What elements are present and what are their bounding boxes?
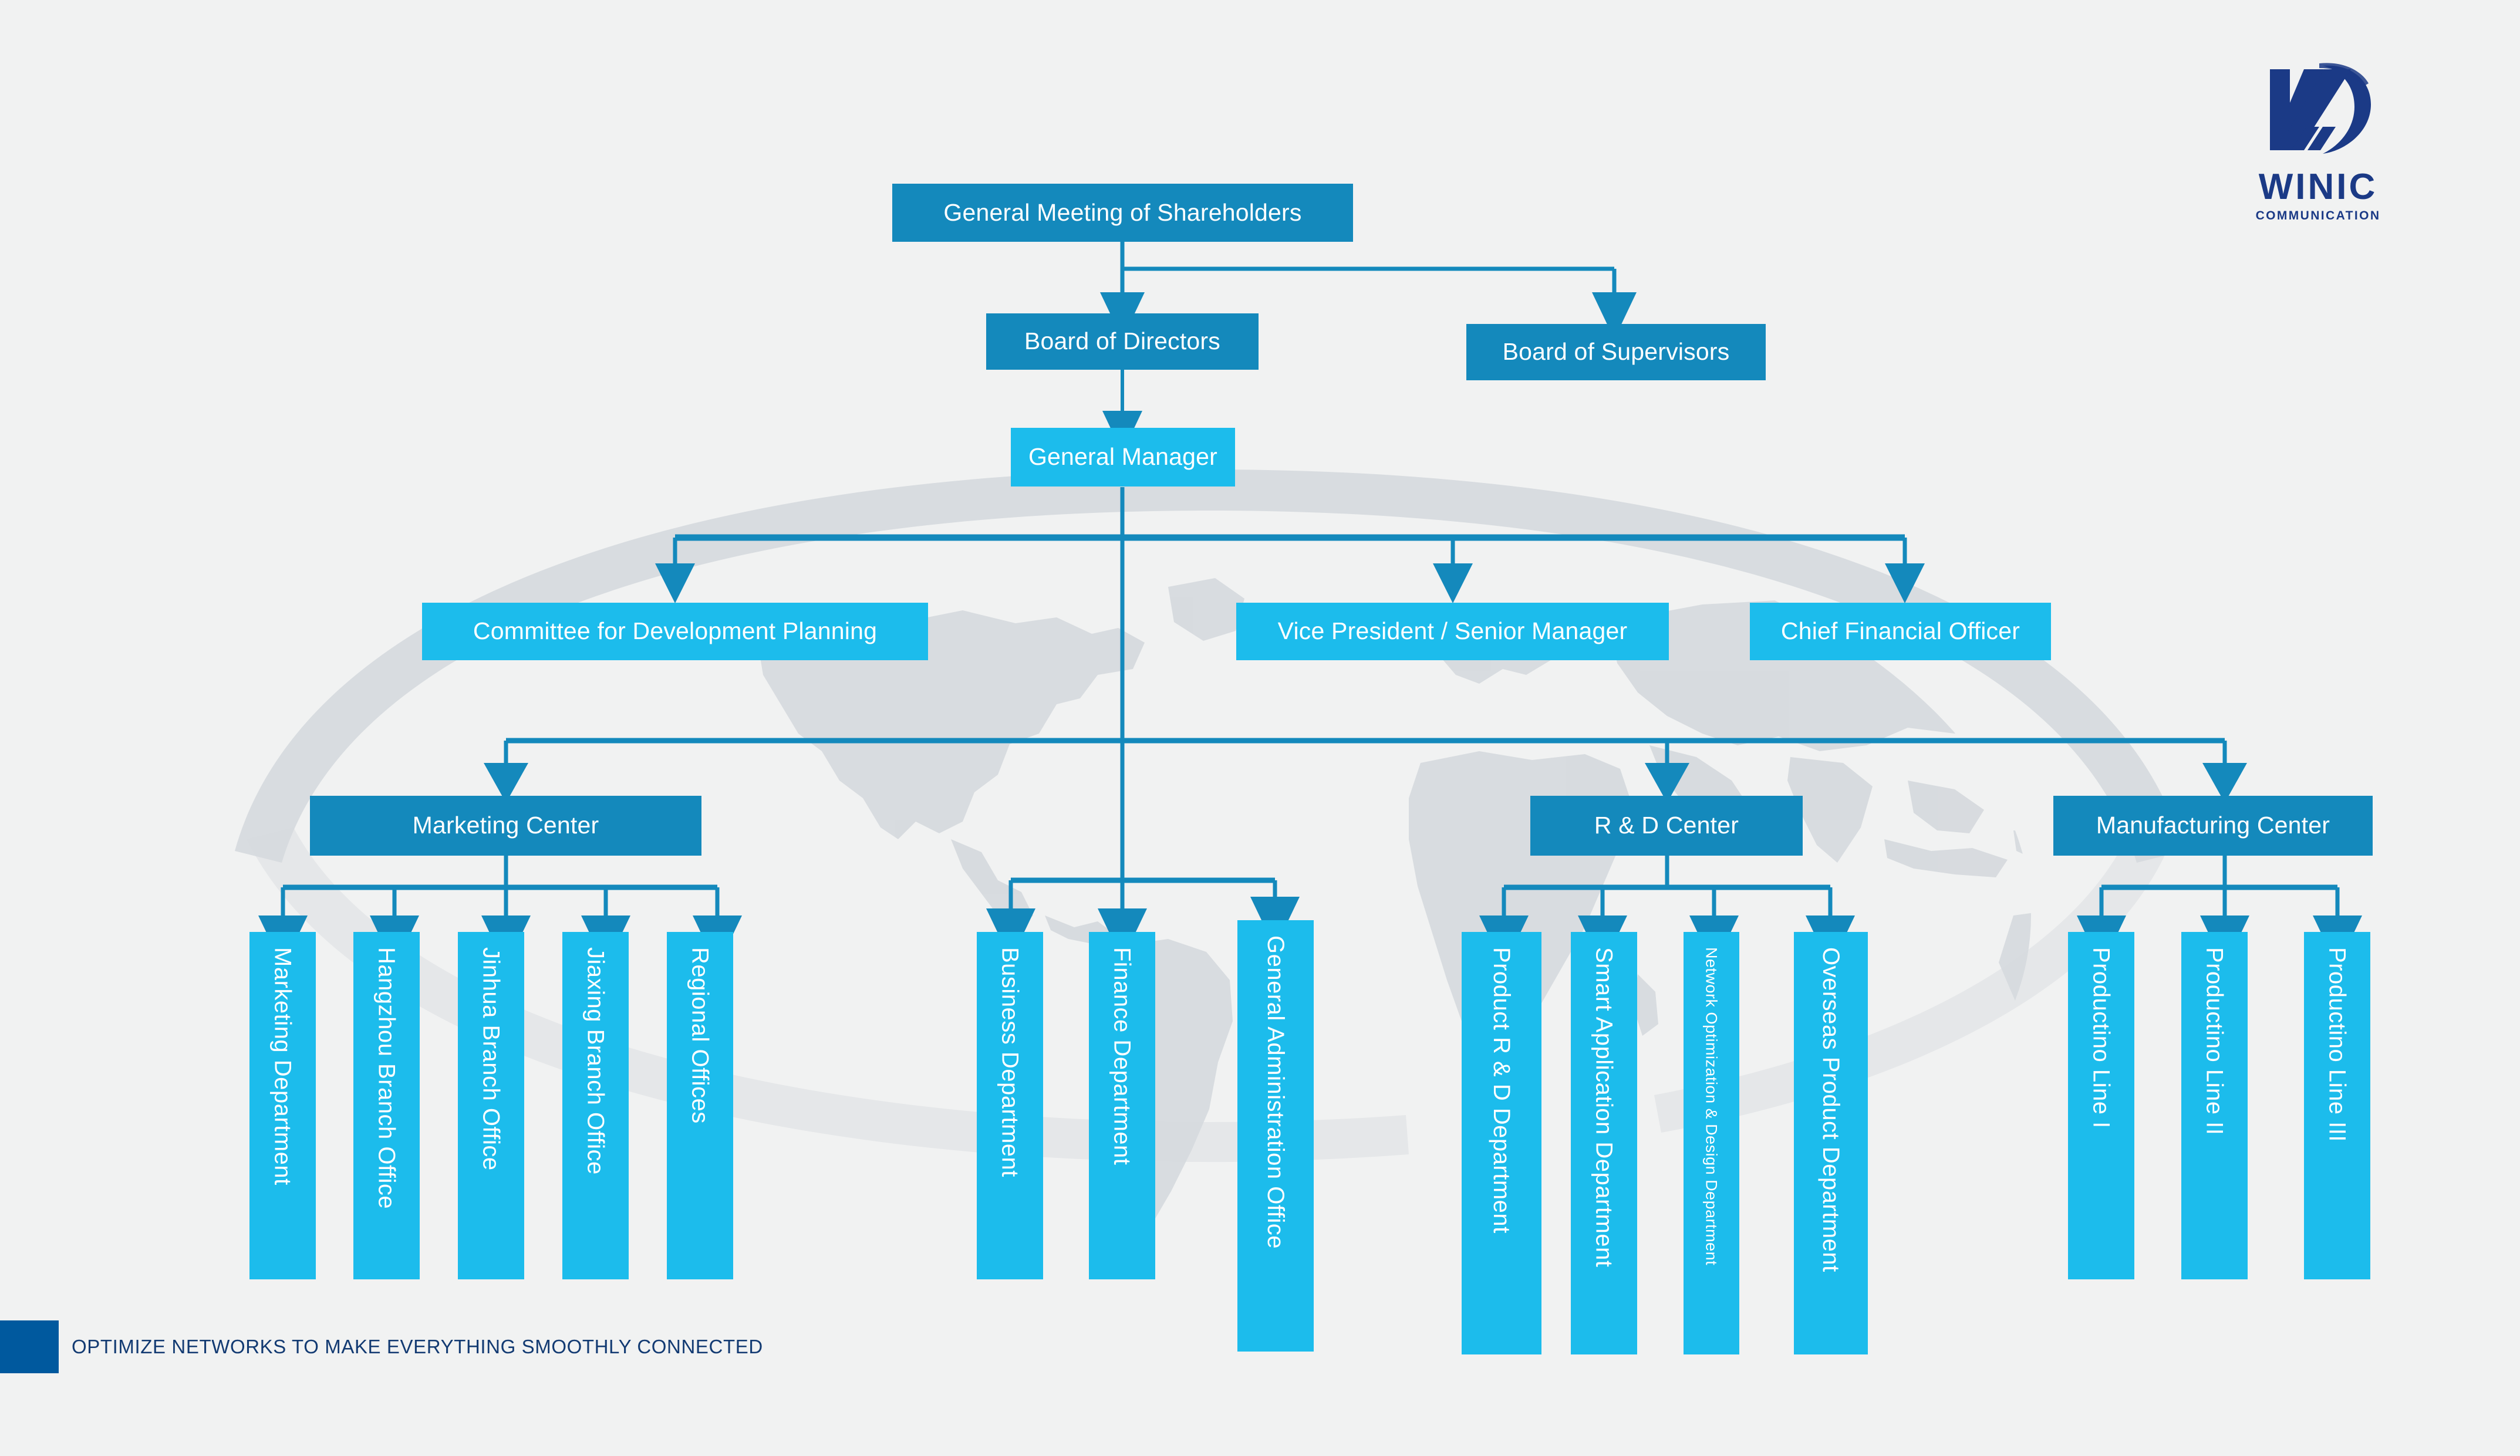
- node-general-manager[interactable]: General Manager: [1011, 428, 1235, 487]
- node-label: Smart Application Department: [1591, 947, 1617, 1268]
- node-label: Regional Offices: [687, 947, 713, 1124]
- node-label: Productino Line I: [2088, 947, 2114, 1129]
- node-productino-line-2[interactable]: Productino Line II: [2181, 932, 2248, 1279]
- node-label: Finance Department: [1109, 947, 1135, 1166]
- footer-accent-block: [0, 1320, 59, 1373]
- node-label: Overseas Product Department: [1818, 947, 1844, 1272]
- node-label: General Administration Office: [1263, 935, 1288, 1249]
- node-committee-for-development-planning[interactable]: Committee for Development Planning: [422, 603, 928, 660]
- winic-globe-mark-icon: [2270, 63, 2371, 154]
- node-smart-application-department[interactable]: Smart Application Department: [1571, 932, 1637, 1354]
- node-marketing-department[interactable]: Marketing Department: [249, 932, 316, 1279]
- node-hangzhou-branch-office[interactable]: Hangzhou Branch Office: [353, 932, 420, 1279]
- node-marketing-center[interactable]: Marketing Center: [310, 796, 701, 856]
- logo-wordmark: WINIC: [2258, 167, 2378, 207]
- footer-tagline-bar: OPTIMIZE NETWORKS TO MAKE EVERYTHING SMO…: [0, 1320, 763, 1373]
- node-label: Productino Line III: [2324, 947, 2350, 1142]
- node-label: Productino Line II: [2201, 947, 2228, 1136]
- node-regional-offices[interactable]: Regional Offices: [667, 932, 733, 1279]
- node-productino-line-3[interactable]: Productino Line III: [2304, 932, 2370, 1279]
- brand-logo[interactable]: WINIC COMMUNICATION: [2242, 56, 2394, 222]
- node-overseas-product-department[interactable]: Overseas Product Department: [1794, 932, 1868, 1354]
- node-label: Product R & D Department: [1489, 947, 1514, 1234]
- node-label: Jinhua Branch Office: [478, 947, 504, 1171]
- node-label: Jiaxing Branch Office: [582, 947, 609, 1175]
- node-vice-president-senior-manager[interactable]: Vice President / Senior Manager: [1236, 603, 1669, 660]
- node-rd-center[interactable]: R & D Center: [1530, 796, 1803, 856]
- footer-tagline: OPTIMIZE NETWORKS TO MAKE EVERYTHING SMO…: [72, 1336, 763, 1357]
- node-jinhua-branch-office[interactable]: Jinhua Branch Office: [458, 932, 524, 1279]
- node-productino-line-1[interactable]: Productino Line I: [2068, 932, 2134, 1279]
- node-general-administration-office[interactable]: General Administration Office: [1237, 920, 1314, 1352]
- node-board-of-directors[interactable]: Board of Directors: [986, 313, 1259, 370]
- node-label: Business Department: [997, 947, 1023, 1177]
- node-jiaxing-branch-office[interactable]: Jiaxing Branch Office: [562, 932, 629, 1279]
- node-general-meeting-of-shareholders[interactable]: General Meeting of Shareholders: [892, 184, 1353, 242]
- node-label: Marketing Department: [269, 947, 296, 1185]
- node-network-optimization-design-department[interactable]: Network Optimization & Design Department: [1684, 932, 1739, 1354]
- logo-subtitle: COMMUNICATION: [2255, 209, 2381, 222]
- node-label: Network Optimization & Design Department: [1702, 947, 1721, 1266]
- node-product-rd-department[interactable]: Product R & D Department: [1462, 932, 1541, 1354]
- node-board-of-supervisors[interactable]: Board of Supervisors: [1466, 324, 1766, 380]
- node-label: Hangzhou Branch Office: [373, 947, 400, 1210]
- node-finance-department[interactable]: Finance Department: [1089, 932, 1155, 1279]
- node-business-department[interactable]: Business Department: [977, 932, 1043, 1279]
- node-chief-financial-officer[interactable]: Chief Financial Officer: [1750, 603, 2051, 660]
- node-manufacturing-center[interactable]: Manufacturing Center: [2053, 796, 2373, 856]
